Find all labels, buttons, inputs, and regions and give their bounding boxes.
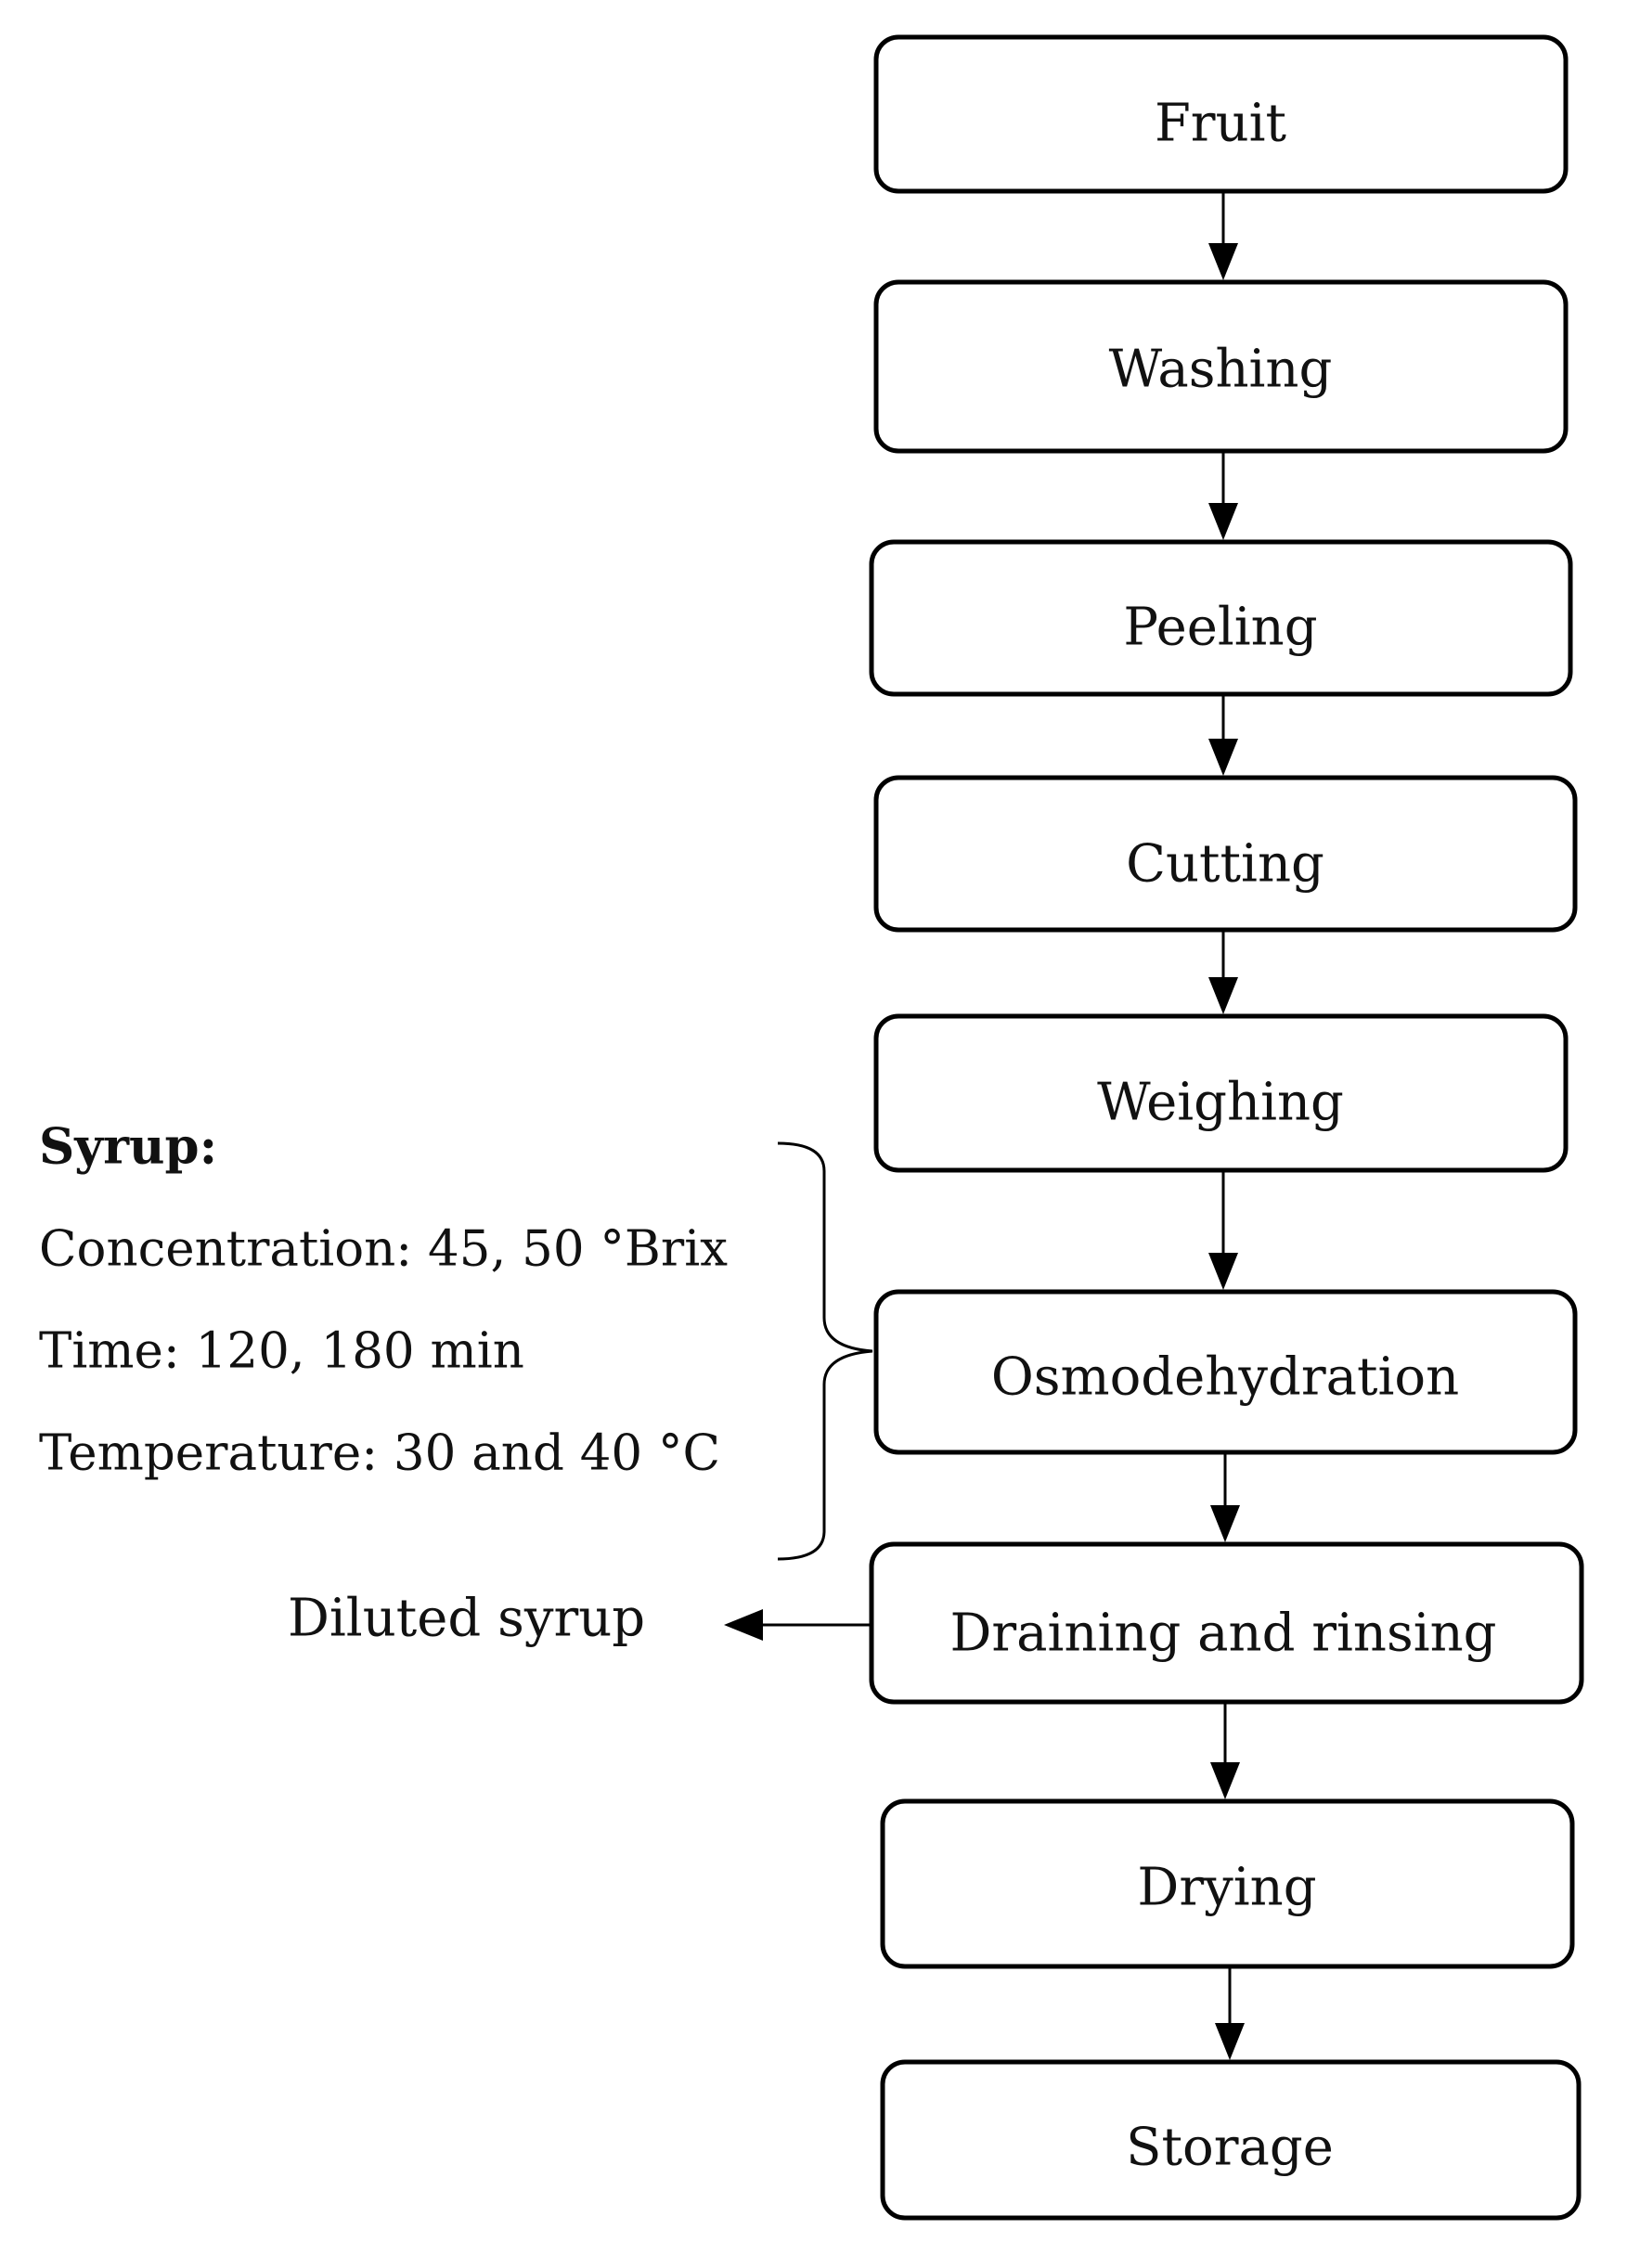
diluted-syrup-label: Diluted syrup (288, 1589, 645, 1649)
step-drying-box (880, 1798, 1575, 1969)
step-fruit-label: Fruit (1155, 94, 1287, 154)
flow-arrow-drying-to-storage (1215, 1968, 1245, 2060)
step-storage-label: Storage (1126, 2118, 1334, 2178)
step-draining-and-rinsing: Draining and rinsing (869, 1541, 1584, 1705)
step-weighing: Weighing (873, 1013, 1569, 1173)
step-peeling: Peeling (869, 539, 1573, 697)
step-storage-box (880, 2059, 1582, 2221)
flow-arrow-peeling-to-cutting (1208, 696, 1238, 776)
syrup-temperature: Temperature: 30 and 40 °C (39, 1425, 720, 1482)
syrup-brace (777, 1141, 873, 1561)
step-drying: Drying (880, 1798, 1575, 1969)
step-storage: Storage (880, 2059, 1582, 2221)
syrup-title: Syrup: (39, 1118, 217, 1176)
step-peeling-label: Peeling (1123, 598, 1317, 658)
step-washing-label: Washing (1109, 340, 1333, 400)
step-drying-label: Drying (1137, 1858, 1316, 1918)
syrup-time: Time: 120, 180 min (39, 1323, 524, 1380)
step-fruit-box (873, 34, 1569, 194)
flow-arrow-cutting-to-weighing (1208, 932, 1238, 1014)
step-cutting-label: Cutting (1126, 834, 1324, 895)
step-peeling-box (869, 539, 1573, 697)
flow-arrow-fruit-to-washing (1208, 193, 1238, 280)
step-washing-box (873, 279, 1569, 454)
step-washing: Washing (873, 279, 1569, 454)
side-output-arrow (724, 1609, 870, 1641)
syrup-concentration: Concentration: 45, 50 °Brix (39, 1221, 728, 1278)
step-osmodehydration-label: Osmodehydration (991, 1347, 1459, 1408)
step-osmodehydration-box (873, 1289, 1578, 1455)
flow-arrow-weighing-to-osmodehydration (1208, 1172, 1238, 1290)
step-cutting-box (873, 775, 1578, 933)
step-fruit: Fruit (873, 34, 1569, 194)
step-draining-and-rinsing-box (869, 1541, 1584, 1705)
step-weighing-box (873, 1013, 1569, 1173)
flow-arrow-osmodehydration-to-draining (1210, 1454, 1240, 1542)
step-cutting: Cutting (873, 775, 1578, 933)
step-osmodehydration: Osmodehydration (873, 1289, 1578, 1455)
flow-arrow-draining-to-drying (1210, 1704, 1240, 1799)
step-draining-and-rinsing-label: Draining and rinsing (949, 1604, 1496, 1664)
step-weighing-label: Weighing (1097, 1073, 1344, 1133)
flow-arrow-washing-to-peeling (1208, 453, 1238, 540)
